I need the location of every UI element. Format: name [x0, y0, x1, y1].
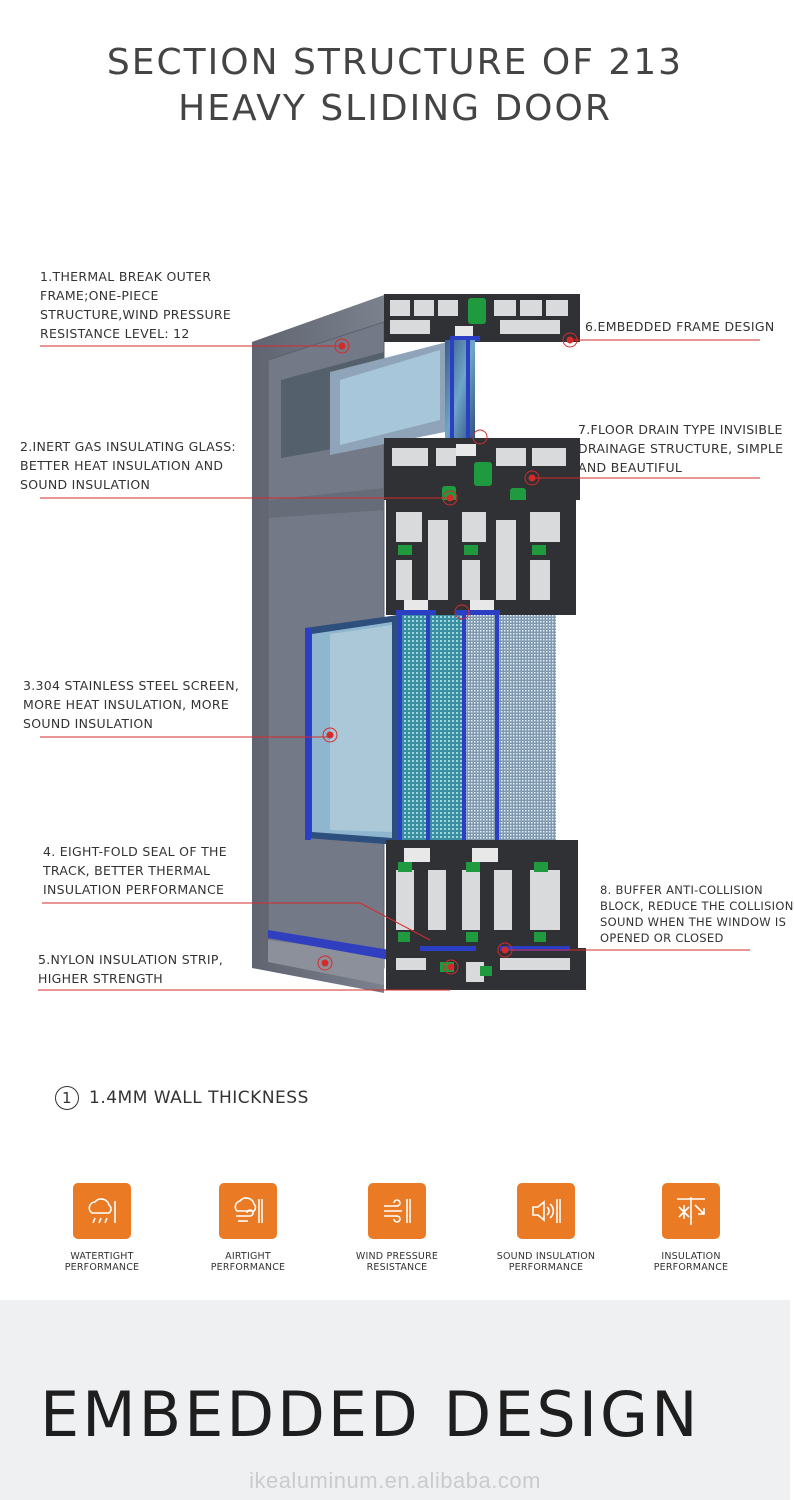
callout-track-seal: 4. EIGHT-FOLD SEAL OF THE TRACK, BETTER … [43, 842, 227, 899]
callout-embedded-frame: 6.EMBEDDED FRAME DESIGN [585, 317, 775, 336]
wall-thickness-note: 1 1.4MM WALL THICKNESS [55, 1086, 309, 1110]
callout-line: 2.INERT GAS INSULATING GLASS: [20, 439, 236, 454]
rain-cloud-icon [73, 1183, 131, 1239]
door-section-diagram [38, 294, 760, 993]
wind-cloud-icon [219, 1183, 277, 1239]
callout-line: BETTER HEAT INSULATION AND [20, 458, 224, 473]
middle-transom-profile [384, 438, 580, 506]
callout-line: SOUND INSULATION [23, 716, 154, 731]
feature-label-line2: PERFORMANCE [64, 1262, 140, 1273]
upper-sash-profiles [386, 500, 576, 616]
site-watermark: ikealuminum.en.alibaba.com [249, 1468, 541, 1493]
feature-label-line1: WATERTIGHT [70, 1251, 134, 1262]
feature-label-line2: PERFORMANCE [653, 1262, 729, 1273]
callout-line: INSULATION PERFORMANCE [43, 882, 225, 897]
lower-sash-profiles [386, 840, 578, 958]
top-frame-profile [384, 294, 580, 342]
feature-label-line1: WIND PRESSURE [355, 1251, 439, 1262]
callout-pointer-dots [317, 332, 578, 975]
callout-line: 5.NYLON INSULATION STRIP, [38, 952, 223, 967]
upper-glass [445, 340, 475, 440]
callout-line: 1.THERMAL BREAK OUTER [40, 269, 212, 284]
callout-steel-screen: 3.304 STAINLESS STEEL SCREEN, MORE HEAT … [23, 676, 239, 733]
callout-thermal-break-frame: 1.THERMAL BREAK OUTER FRAME;ONE-PIECE ST… [40, 267, 231, 343]
snowflake-arrow-icon [662, 1183, 720, 1239]
callout-line: 4. EIGHT-FOLD SEAL OF THE [43, 844, 227, 859]
callout-line: 6.EMBEDDED FRAME DESIGN [585, 319, 775, 334]
page-title-line-1: SECTION STRUCTURE OF 213 [106, 42, 684, 83]
callout-line: 8. BUFFER ANTI-COLLISION [600, 883, 763, 897]
callout-line: BLOCK, REDUCE THE COLLISION [600, 899, 794, 913]
callout-nylon-strip: 5.NYLON INSULATION STRIP, HIGHER STRENGT… [38, 950, 223, 988]
callout-line: MORE HEAT INSULATION, MORE [23, 697, 230, 712]
bottom-track-profile [386, 946, 586, 990]
main-glass-and-screen [305, 615, 556, 845]
wind-pressure-icon [368, 1183, 426, 1239]
callout-line: HIGHER STRENGTH [38, 971, 164, 986]
callout-line: TRACK, BETTER THERMAL [43, 863, 211, 878]
wall-thickness-text: 1.4MM WALL THICKNESS [89, 1088, 309, 1108]
feature-label-line2: RESISTANCE [366, 1262, 428, 1273]
callout-line: DRAINAGE STRUCTURE, SIMPLE [578, 441, 784, 456]
speaker-icon [517, 1183, 575, 1239]
callout-line: 7.FLOOR DRAIN TYPE INVISIBLE [578, 422, 783, 437]
callout-line: RESISTANCE LEVEL: 12 [40, 326, 190, 341]
feature-label-line2: PERFORMANCE [210, 1262, 286, 1273]
callout-line: FRAME;ONE-PIECE [40, 288, 159, 303]
callout-line: SOUND WHEN THE WINDOW IS [600, 915, 787, 929]
circled-number: 1 [55, 1086, 79, 1110]
bottom-section-background [0, 1300, 790, 1500]
callout-line: AND BEAUTIFUL [578, 460, 683, 475]
callout-floor-drain: 7.FLOOR DRAIN TYPE INVISIBLE DRAINAGE ST… [578, 420, 783, 477]
callout-line: STRUCTURE,WIND PRESSURE [40, 307, 232, 322]
callout-buffer-block: 8. BUFFER ANTI-COLLISION BLOCK, REDUCE T… [600, 882, 794, 946]
feature-label-line2: PERFORMANCE [508, 1262, 584, 1273]
feature-label-line1: AIRTIGHT [225, 1251, 271, 1262]
callout-line: 3.304 STAINLESS STEEL SCREEN, [23, 678, 240, 693]
callout-leader-lines [38, 339, 760, 991]
page-title-line-2: HEAVY SLIDING DOOR [178, 88, 612, 129]
callout-line: SOUND INSULATION [20, 477, 151, 492]
embedded-design-heading: EMBEDDED DESIGN [40, 1378, 701, 1451]
feature-label-line1: SOUND INSULATION [496, 1251, 596, 1262]
callout-line: OPENED OR CLOSED [600, 931, 724, 945]
feature-label-line1: INSULATION [661, 1251, 721, 1262]
callout-insulating-glass: 2.INERT GAS INSULATING GLASS: BETTER HEA… [20, 437, 236, 494]
